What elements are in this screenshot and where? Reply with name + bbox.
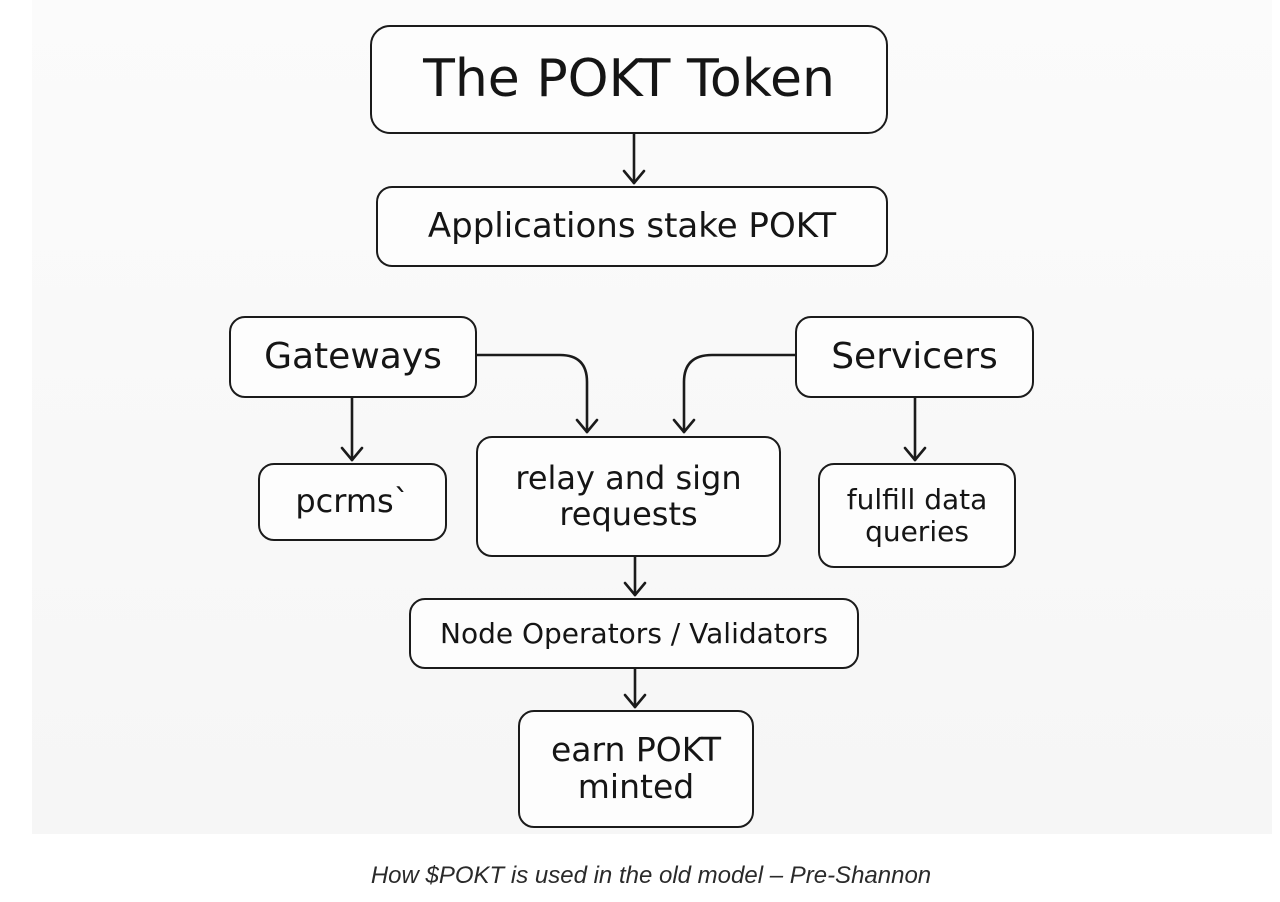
node-pokt-token-label: The POKT Token (423, 49, 835, 110)
node-servicers-label: Servicers (831, 335, 998, 377)
node-pcrms-label: pcrms` (295, 482, 410, 521)
node-applications-stake-label: Applications stake POKT (427, 206, 837, 247)
node-fulfill-data-queries-label: fulfill data queries (846, 483, 988, 548)
node-applications-stake: Applications stake POKT (376, 186, 888, 267)
node-operators-validators: Node Operators / Validators (409, 598, 859, 669)
figure-caption: How $POKT is used in the old model – Pre… (370, 862, 932, 889)
node-operators-validators-label: Node Operators / Validators (440, 616, 828, 650)
node-earn-pokt-minted-label: earn POKT minted (550, 730, 722, 806)
node-relay-sign-requests-label: relay and sign requests (515, 458, 742, 533)
node-pcrms: pcrms` (258, 463, 447, 541)
node-gateways: Gateways (229, 316, 477, 398)
node-relay-sign-requests: relay and sign requests (476, 436, 781, 557)
node-pokt-token: The POKT Token (370, 25, 888, 134)
diagram-canvas (32, 0, 1272, 834)
node-servicers: Servicers (795, 316, 1034, 398)
node-earn-pokt-minted: earn POKT minted (518, 710, 754, 828)
node-gateways-label: Gateways (264, 335, 442, 377)
node-fulfill-data-queries: fulfill data queries (818, 463, 1016, 568)
